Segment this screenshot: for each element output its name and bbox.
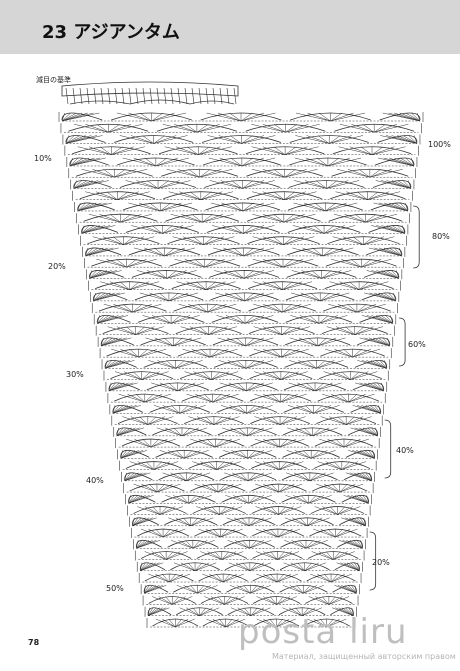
diagram-row (66, 156, 418, 167)
diagram-row (146, 618, 356, 628)
diagram-row (60, 123, 422, 134)
left-pct-label-1: 10% (34, 154, 52, 163)
right-pct-label-3: 60% (408, 340, 426, 349)
right-pct-label-2: 80% (432, 232, 450, 241)
diagram-row (64, 145, 419, 156)
diagram-row (117, 449, 378, 460)
diagram-row (123, 483, 374, 494)
left-pct-label-3: 30% (66, 370, 84, 379)
diagram-row (138, 573, 362, 584)
diagram-row (131, 528, 368, 539)
page-number: 78 (28, 638, 40, 647)
diagram-row (101, 359, 391, 370)
diagram-row (88, 280, 401, 291)
diagram-row (76, 213, 410, 224)
diagram-row (95, 325, 395, 336)
diagram-row (58, 112, 424, 122)
diagram-row (140, 584, 360, 595)
left-pct-label-5: 50% (106, 584, 124, 593)
watermark-caption: Материал, защищенный авторским правом (272, 652, 456, 661)
diagram-row (115, 438, 380, 449)
diagram-row (134, 550, 365, 561)
diagram-row (111, 415, 383, 426)
title-bar: 23 アジアンタム (0, 0, 460, 54)
diagram-row (68, 168, 416, 179)
range-bracket (369, 531, 377, 591)
diagram-row (133, 539, 366, 550)
page-title: 23 アジアンタム (42, 22, 180, 43)
diagram-row (142, 595, 359, 606)
diagram-row (125, 494, 372, 505)
diagram-row (103, 370, 389, 381)
diagram-row (119, 460, 377, 471)
diagram-row (80, 235, 407, 246)
diagram-row (70, 179, 415, 190)
left-pct-label-2: 20% (48, 262, 66, 271)
diagram-row (91, 303, 398, 314)
diagram-row (144, 606, 357, 617)
reference-strip (61, 81, 239, 105)
diagram-row (107, 393, 386, 404)
diagram-row (136, 561, 363, 572)
diagram-row (74, 201, 412, 212)
diagram-row (93, 314, 397, 325)
right-pct-label-4: 40% (396, 446, 414, 455)
diagram-row (89, 291, 400, 302)
diagram-row (97, 336, 394, 347)
diagram-row (109, 404, 385, 415)
right-pct-label-5: 20% (372, 558, 390, 567)
range-bracket (413, 205, 420, 269)
range-bracket (399, 317, 406, 367)
diagram-row (113, 426, 381, 437)
range-bracket (384, 419, 392, 479)
diagram-row (86, 269, 403, 280)
diagram-row (129, 516, 369, 527)
diagram-row (62, 134, 421, 145)
diagram-row (121, 471, 375, 482)
watermark-logo: posta liru (238, 612, 408, 652)
diagram-row (84, 258, 404, 269)
diagram-row (78, 224, 409, 235)
diagram-row (127, 505, 371, 516)
right-pct-label-1: 100% (428, 140, 451, 149)
diagram-row (99, 348, 392, 359)
legend-label: 減目の基準 (36, 76, 71, 84)
diagram-row (105, 381, 388, 392)
left-pct-label-4: 40% (86, 476, 104, 485)
diagram-row (72, 190, 413, 201)
diagram-row (82, 246, 406, 257)
